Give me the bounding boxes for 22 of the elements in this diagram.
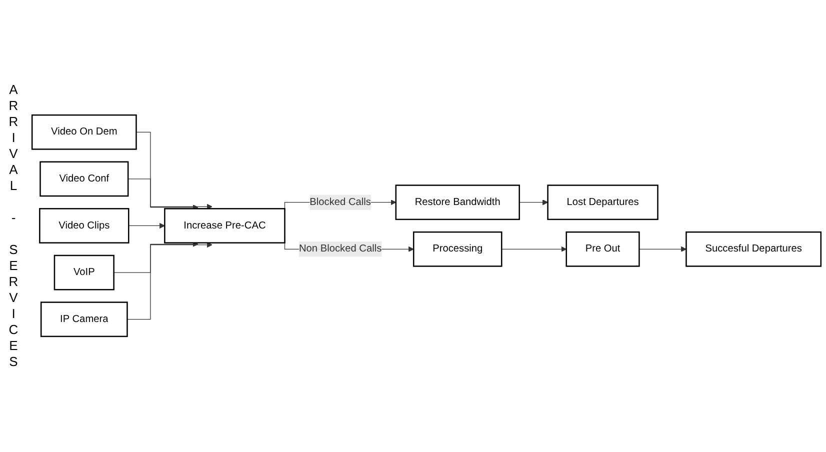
vertical-label: ARRIVAL - SERVICES (6, 82, 21, 370)
arrow (136, 132, 212, 210)
node-box: Video Clips (39, 208, 130, 244)
node-box: Processing (412, 232, 502, 268)
node-box: Video Conf (40, 161, 129, 197)
arrow (501, 246, 567, 252)
node-box: Increase Pre-CAC (164, 208, 286, 244)
node-box: VoIP (54, 255, 114, 290)
node-box: IP Camera (40, 302, 128, 338)
node-box: Restore Bandwidth (395, 184, 520, 220)
node-box: Pre Out (566, 232, 640, 268)
node-box: Lost Departures (547, 184, 658, 220)
node-box: Succesful Departures (686, 232, 822, 268)
arrow (519, 200, 548, 206)
arrow (126, 242, 212, 320)
arrow (114, 242, 198, 274)
node-box: Video On Dem (31, 114, 137, 150)
arrow (128, 223, 165, 229)
arrow (128, 178, 198, 210)
arrow (638, 246, 686, 252)
edge-label: Blocked Calls (310, 196, 371, 208)
edge-label: Non Blocked Calls (298, 244, 382, 254)
